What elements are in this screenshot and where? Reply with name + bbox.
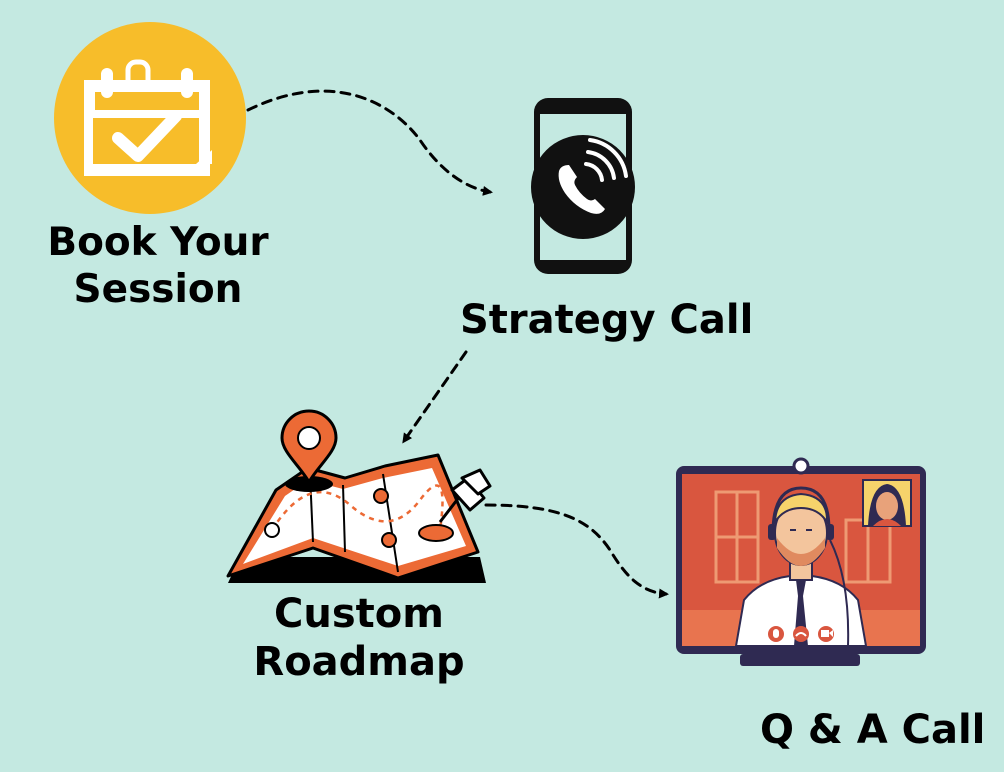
video-call-monitor-icon (676, 457, 926, 666)
step-label-line: Roadmap (253, 639, 465, 685)
arrow-roadmap-to-qa (484, 503, 669, 599)
map-pin-icon (226, 409, 492, 583)
arrow-strategy-to-roadmap (402, 350, 468, 444)
arrow-book-to-strategy (246, 89, 493, 196)
step-label-custom-roadmap: Custom Roadmap (248, 590, 470, 686)
step-label-strategy-call: Strategy Call (460, 297, 754, 343)
step-label-line: Custom (274, 591, 444, 637)
step-label-line: Book Your (47, 220, 269, 265)
step-label-line: Session (73, 266, 243, 312)
phone-call-icon (531, 98, 635, 274)
connector-arrows (246, 89, 669, 599)
step-label-book-session: Book Your Session (42, 220, 274, 314)
step-label-qa-call: Q & A Call (760, 707, 986, 753)
calendar-check-icon (54, 22, 246, 214)
